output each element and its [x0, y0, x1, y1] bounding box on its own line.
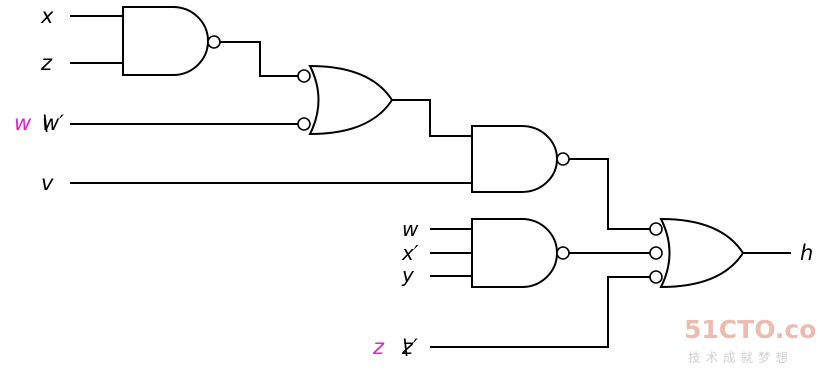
or-gate-2 [649, 217, 745, 289]
watermark-tagline: 技术成就梦想 [688, 350, 793, 365]
input-label-w: w [402, 217, 419, 241]
wire-nand1-to-or1 [220, 41, 299, 77]
watermark-site: 51CTO.com [684, 315, 818, 344]
wire-nand2-to-or2 [569, 158, 651, 230]
watermark: 51CTO.com 技术成就梦想 [684, 315, 818, 365]
or-gate-1-input-bubble-2 [297, 117, 311, 131]
nand-gate-1-bubble [207, 35, 221, 49]
strike-mark-z: \ [402, 335, 409, 359]
nand-gate-1 [122, 6, 221, 76]
wires [70, 15, 791, 348]
nand-gate-3-bubble [556, 246, 570, 260]
nand-gate-2-bubble [556, 152, 570, 166]
input-label-v: v [41, 171, 54, 195]
input-label-w-prime: w′ [42, 111, 64, 135]
annotation-z-substitute: z [372, 335, 385, 359]
input-label-z: z [40, 51, 53, 75]
or-gate-1-input-bubble-1 [297, 69, 311, 83]
input-label-x-prime: x′ [401, 241, 419, 265]
or-gate-2-input-bubble-2 [649, 246, 663, 260]
or-gate-2-input-bubble-1 [649, 222, 663, 236]
output-label-h: h [800, 241, 813, 265]
annotation-w-substitute: w [14, 111, 32, 135]
input-label-x: x [40, 4, 54, 28]
or-gate-2-input-bubble-3 [649, 270, 663, 284]
nand-gate-2 [471, 125, 570, 193]
strike-mark-w: \ [42, 111, 49, 135]
nand-gate-3 [471, 218, 570, 288]
input-label-z-prime: z′ [401, 335, 418, 359]
wire-or1-to-nand2 [392, 99, 472, 137]
input-label-y: y [401, 263, 415, 287]
wire-z-prime [430, 276, 651, 348]
or-gate-1 [297, 64, 394, 136]
